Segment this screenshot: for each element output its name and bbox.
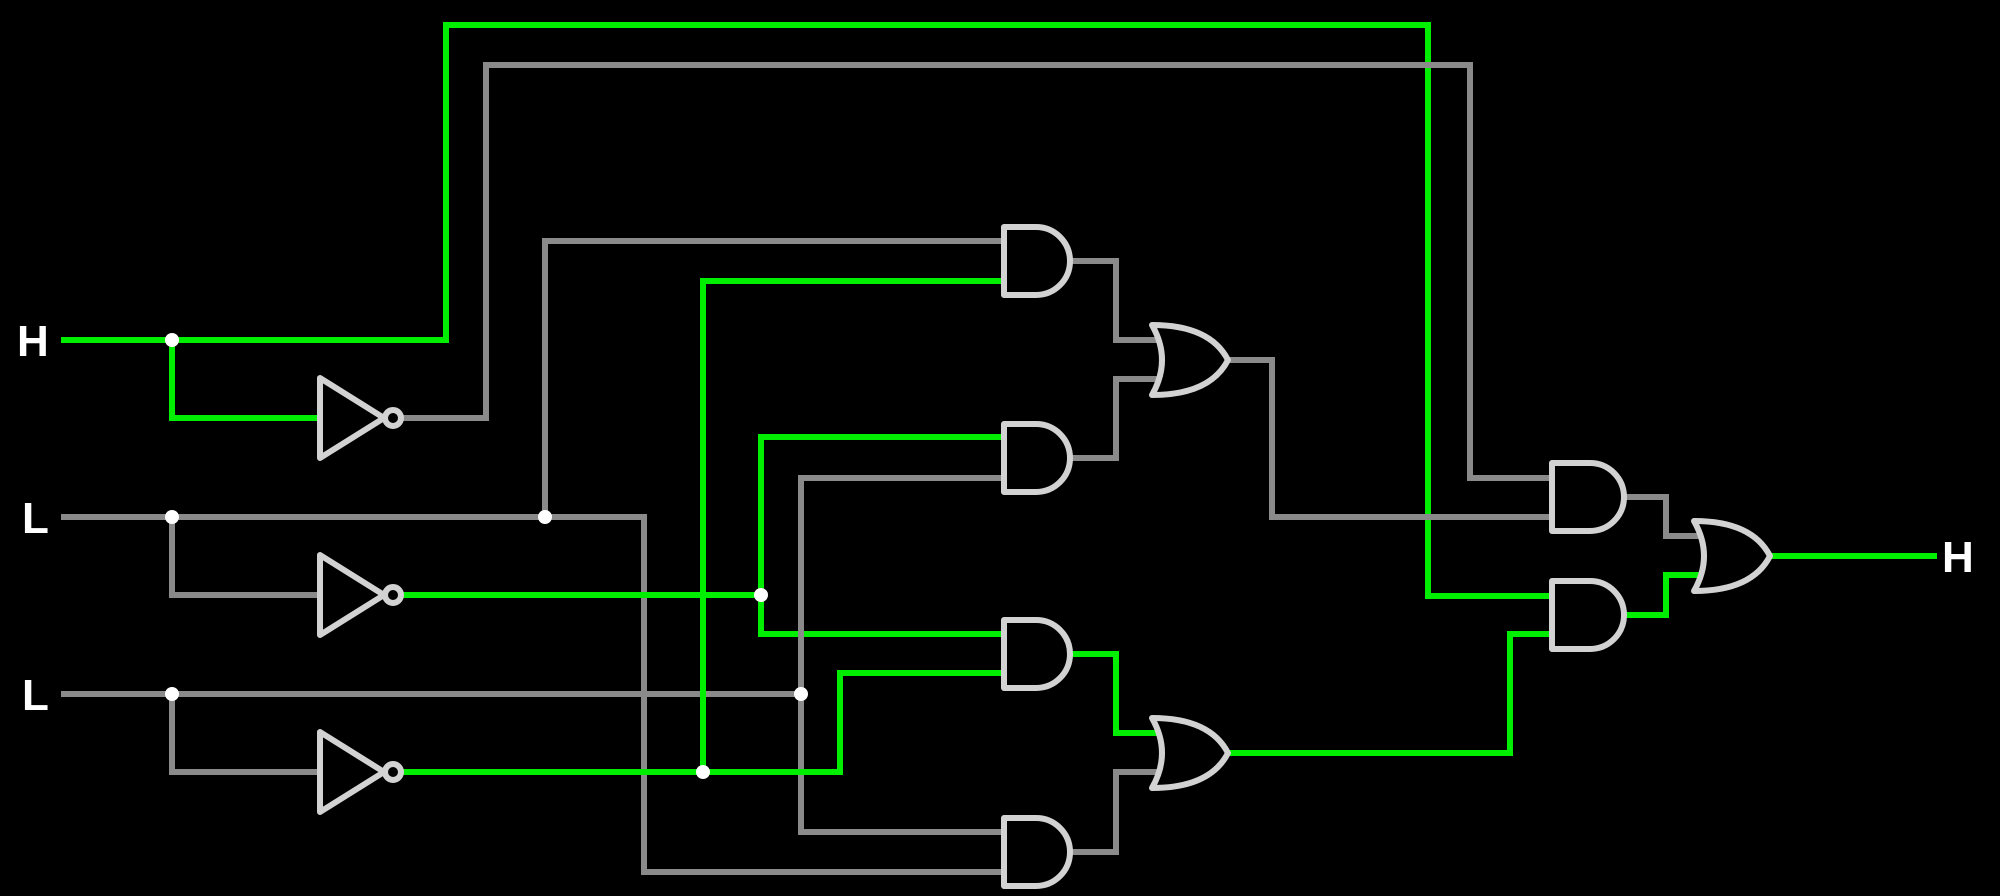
and-gate-6 <box>1549 578 1627 652</box>
not-gate-3 <box>317 729 404 815</box>
junction-dot <box>538 510 552 524</box>
input-2-label: L <box>22 494 49 543</box>
junctions <box>165 333 808 779</box>
junction-dot <box>794 687 808 701</box>
or-gate-2 <box>1149 715 1231 791</box>
wire-input2-to-not2 <box>169 514 323 598</box>
wire-input2-to-and1 <box>542 238 1007 520</box>
wire-not2-to-and2-and3 <box>399 434 1007 637</box>
and-gate-4 <box>1001 815 1073 889</box>
wire-and6-to-or3 <box>1621 572 1703 618</box>
and-gate-1 <box>1001 224 1073 298</box>
wire-or1-to-and5 <box>1225 357 1555 520</box>
wire-or2-to-and6 <box>1225 631 1555 756</box>
input-1-label: H <box>17 317 49 366</box>
output-label: H <box>1942 533 1974 582</box>
wire-and1-to-or1 <box>1067 258 1161 343</box>
wire-and5-to-or3 <box>1621 494 1703 539</box>
junction-dot <box>696 765 710 779</box>
wires <box>61 22 1937 875</box>
and-gate-2 <box>1001 421 1073 495</box>
wire-and3-to-or2 <box>1067 651 1161 736</box>
or-gate-3 <box>1691 518 1773 594</box>
wire-and4-to-or2 <box>1067 769 1161 855</box>
or-gate-1 <box>1149 322 1231 398</box>
junction-dot <box>165 687 179 701</box>
and-gate-3 <box>1001 617 1073 691</box>
wire-input1-to-and6 <box>443 22 1555 599</box>
not-gate-1 <box>317 375 404 461</box>
wire-and2-to-or1 <box>1067 376 1161 461</box>
wire-not3-to-and1 <box>700 278 1007 775</box>
junction-dot <box>754 588 768 602</box>
junction-dot <box>165 333 179 347</box>
wire-not1-to-and5 <box>399 62 1555 481</box>
wire-input3-to-not3 <box>169 691 323 775</box>
wire-not3-to-and3 <box>399 670 1007 775</box>
input-3-label: L <box>22 671 49 720</box>
junction-dot <box>165 510 179 524</box>
wire-input1-to-not1 <box>169 337 323 421</box>
not-gate-2 <box>317 552 404 638</box>
and-gate-5 <box>1549 460 1627 534</box>
wire-input3-to-and2-and4 <box>798 475 1007 835</box>
